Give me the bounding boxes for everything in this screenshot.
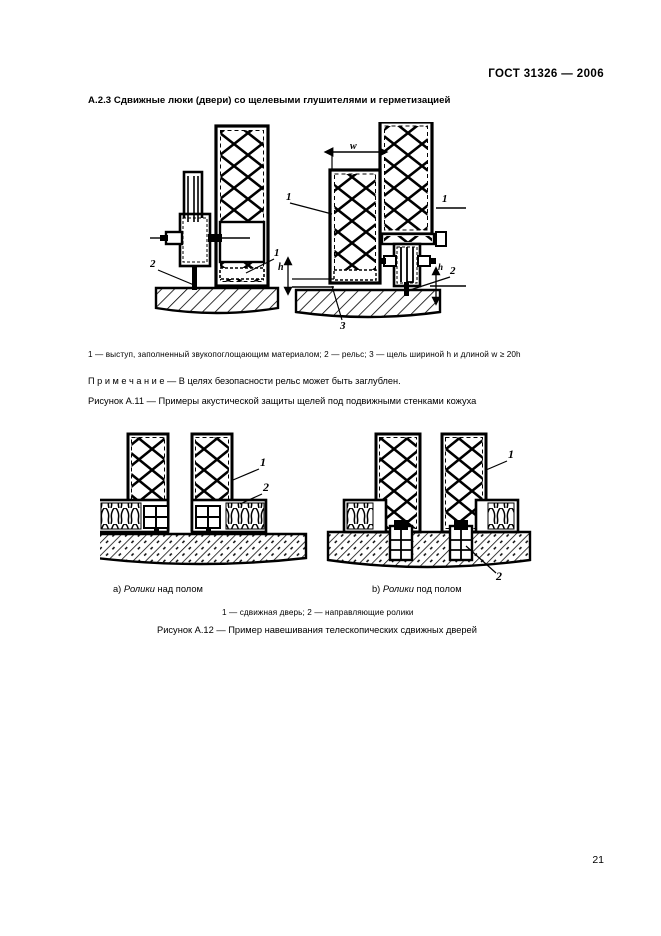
- a11-right-callout-1: 1: [286, 191, 292, 203]
- a11-dimension-h: h: [278, 262, 284, 273]
- figure-a12-a: 1 2: [100, 428, 310, 573]
- standard-header: ГОСТ 31326 — 2006: [488, 68, 604, 80]
- note-text: — В целях безопасности рельс может быть …: [167, 376, 401, 386]
- page-number: 21: [592, 854, 604, 866]
- a11-left-callout-1: 1: [274, 247, 280, 259]
- a11-left-callout-2: 2: [150, 258, 156, 270]
- a11-scale-label-h: h: [438, 262, 443, 272]
- subcaption-a-italic: Ролики: [123, 584, 155, 594]
- figure-a12-subcaption-b: b) Ролики под полом: [372, 584, 462, 594]
- figure-a12-caption: Рисунок А.12 — Пример навешивания телеск…: [157, 625, 477, 635]
- figure-a12-b: 1 2: [316, 428, 536, 583]
- a11-right-callout-3: 3: [339, 320, 346, 332]
- a11-scale-label-1: 1: [442, 193, 448, 205]
- figure-a11: 2 1 w: [150, 122, 520, 342]
- note-label: П р и м е ч а н и е: [88, 376, 165, 386]
- subcaption-a-rest: над полом: [154, 584, 203, 594]
- figure-a11-caption: Рисунок А.11 — Примеры акустической защи…: [88, 396, 477, 406]
- figure-a12-subcaption-a: a) Ролики над полом: [113, 584, 203, 594]
- a11-scale-marks: 1 h: [430, 193, 466, 306]
- a11-left-diagram: 2 1: [150, 124, 280, 315]
- subcaption-b-prefix: b): [372, 584, 383, 594]
- figure-a11-note: П р и м е ч а н и е — В целях безопаснос…: [88, 376, 401, 386]
- section-heading: А.2.3 Сдвижные люки (двери) со щелевыми …: [88, 95, 451, 106]
- a12a-callout-2: 2: [262, 480, 269, 494]
- figure-a12-legend: 1 — сдвижная дверь; 2 — направляющие рол…: [222, 608, 414, 617]
- a12a-callout-1: 1: [260, 455, 266, 469]
- a12b-callout-1: 1: [508, 447, 514, 461]
- figure-a11-legend: 1 — выступ, заполненный звукопоглощающим…: [88, 350, 521, 359]
- a11-right-callout-2: 2: [449, 265, 456, 277]
- subcaption-b-rest: под полом: [413, 584, 462, 594]
- a11-right-diagram: w h: [278, 122, 456, 332]
- a11-dimension-w: w: [350, 141, 357, 152]
- a12b-callout-2: 2: [495, 569, 502, 583]
- subcaption-a-prefix: a): [113, 584, 124, 594]
- subcaption-b-italic: Ролики: [382, 584, 414, 594]
